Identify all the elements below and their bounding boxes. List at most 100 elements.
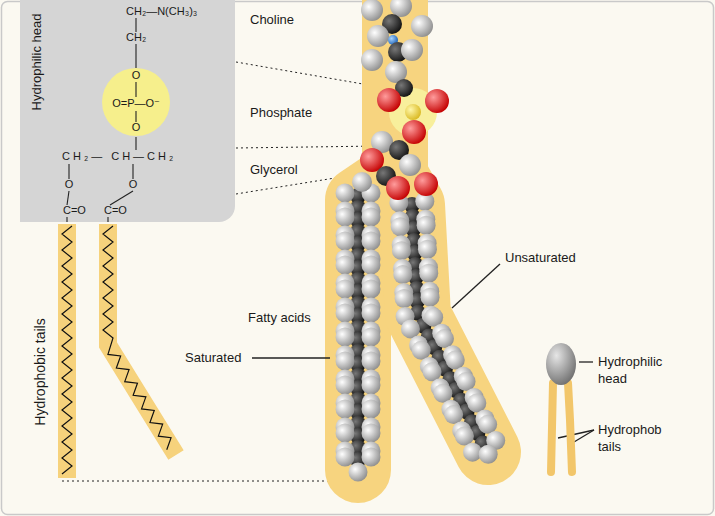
atom [336, 424, 355, 443]
leader-line [452, 264, 500, 308]
atom [479, 445, 498, 464]
bond-line [110, 191, 133, 205]
guide-line [236, 146, 380, 148]
atom [362, 376, 381, 395]
saturated-tail-band [58, 224, 76, 478]
head-group-atoms [352, 0, 449, 200]
atom [336, 184, 355, 203]
atom [444, 405, 463, 424]
atom [362, 304, 381, 323]
fatty-acid-chain [336, 184, 381, 482]
atom [392, 241, 411, 260]
atom [405, 104, 421, 120]
atom [362, 256, 381, 275]
leader-line [558, 430, 594, 438]
bond-line [132, 164, 133, 179]
atom [417, 216, 436, 235]
baseline-guide [62, 481, 350, 482]
formula-text: CH₂ [126, 32, 146, 44]
atom [393, 265, 412, 284]
formula-text: O [65, 179, 74, 191]
formula-text: CH₂—N(CH₃)₃ [126, 6, 197, 18]
atom [336, 400, 355, 419]
atom [424, 308, 443, 327]
formula-text: O [132, 122, 141, 134]
mini-head [546, 343, 576, 385]
leader-lines [252, 264, 594, 442]
atom [412, 341, 431, 360]
bond-line [135, 18, 136, 32]
atom [362, 424, 381, 443]
atom [423, 362, 442, 381]
formula-text: O=P—O⁻ [112, 98, 160, 110]
part-label: Unsaturated [505, 250, 576, 267]
atom [352, 172, 372, 192]
atom [361, 49, 383, 71]
legend-label: Hydrophilic head [598, 354, 678, 388]
bond-line [107, 217, 108, 222]
atom [362, 448, 381, 467]
region-label: Hydrophobic tails [31, 318, 49, 425]
mini-phospholipid [546, 343, 576, 472]
atom [362, 232, 381, 251]
bond-line [67, 191, 69, 205]
model-halo [395, 175, 488, 452]
atom [425, 89, 449, 113]
atom [411, 15, 433, 37]
atom [419, 264, 438, 283]
part-label: Fatty acids [248, 310, 311, 327]
atom [336, 208, 355, 227]
mini-tail [568, 383, 572, 472]
formula-text: O [132, 70, 141, 82]
formula-text: C=O [63, 205, 86, 217]
formula-text: O [129, 179, 138, 191]
atom [336, 256, 355, 275]
legend-label: Hydrophob tails [598, 422, 678, 456]
atom [362, 400, 381, 419]
atom [457, 372, 476, 391]
atom [367, 25, 389, 47]
bond-line [68, 164, 69, 179]
tail-schematic [58, 224, 176, 478]
hydrophilic-head-box: Hydrophilic headCH₂—N(CH₃)₃CH₂CH₂— CH—CH… [20, 0, 235, 222]
part-label: Saturated [185, 350, 241, 367]
atom [401, 319, 420, 338]
atom [336, 448, 355, 467]
atom [349, 463, 368, 482]
bond-line [66, 217, 67, 222]
leader-line [252, 357, 330, 358]
atom [377, 88, 401, 112]
atom [414, 172, 438, 196]
part-label: Phosphate [250, 105, 312, 122]
atom [455, 427, 474, 446]
region-label: Hydrophilic head [30, 14, 44, 111]
atom [336, 376, 355, 395]
unsaturated-tail-band [108, 224, 176, 455]
atom [336, 328, 355, 347]
carbon-zigzag [103, 226, 171, 450]
atom [418, 240, 437, 259]
atom [336, 232, 355, 251]
bond-line [135, 44, 136, 68]
phosphate-circle: O O=P—O⁻ O [102, 68, 170, 136]
atom [402, 120, 426, 144]
bond-line [135, 82, 136, 97]
space-filling-model [336, 0, 506, 482]
atom [399, 154, 421, 176]
atom [391, 217, 410, 236]
part-label: Choline [250, 12, 294, 29]
atom [362, 280, 381, 299]
atom [446, 351, 465, 370]
leader-line [574, 430, 594, 442]
atom [336, 280, 355, 299]
atom [421, 288, 440, 307]
atom [362, 208, 381, 227]
atom [467, 393, 486, 412]
atom [435, 329, 454, 348]
mini-tail [551, 383, 553, 472]
atom [478, 415, 497, 434]
atom [336, 304, 355, 323]
formula-text: C=O [104, 205, 127, 217]
bond-line [135, 137, 136, 150]
atom [362, 328, 381, 347]
